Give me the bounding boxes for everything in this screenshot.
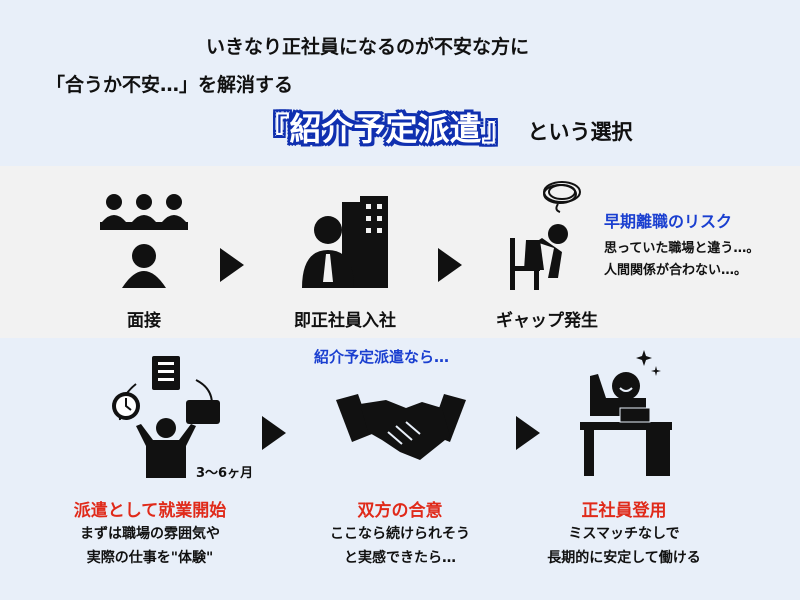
step-label-interview: 面接: [127, 311, 161, 331]
risk-line: 思っていた職場と違う…。: [604, 241, 760, 256]
risk-line: 人間関係が合わない…。: [604, 263, 748, 278]
businessman-building-icon: [302, 196, 388, 288]
worried-person-icon: [510, 181, 581, 290]
arrow-right-icon: [262, 416, 286, 450]
header-line1: いきなり正社員になるのが不安な方に: [206, 36, 530, 58]
step-title-agreement: 双方の合意: [357, 501, 443, 521]
step-title-fulltime: 正社員登用: [581, 501, 667, 521]
risk-title: 早期離職のリスク: [604, 212, 733, 231]
step-title-dispatch: 派遣として就業開始: [73, 501, 227, 521]
desc-line: 長期的に安定して働ける: [547, 550, 701, 566]
step-desc-agreement: ここなら続けられそう と実感できたら…: [300, 522, 500, 570]
happy-worker-icon: [580, 350, 672, 476]
header-line2: 「合うか不安…」を解消する: [46, 74, 294, 96]
step-label-hired: 即正社員入社: [294, 311, 396, 331]
desc-line: ここなら続けられそう: [330, 526, 470, 542]
arrow-right-icon: [516, 416, 540, 450]
handshake-icon: [336, 394, 466, 460]
work-cycle-icon: [112, 356, 220, 478]
hero-suffix: という選択: [527, 120, 633, 144]
arrow-right-icon: [438, 248, 462, 282]
desc-line: まずは職場の雰囲気や: [80, 526, 220, 542]
step-desc-dispatch: まずは職場の雰囲気や 実際の仕事を"体験": [50, 522, 250, 570]
duration-label: 3〜6ヶ月: [196, 466, 254, 481]
desc-line: と実感できたら…: [344, 550, 456, 566]
hero-title: 『紹介予定派遣』: [257, 110, 514, 148]
solution-intro: 紹介予定派遣なら…: [314, 348, 450, 366]
step-desc-fulltime: ミスマッチなしで 長期的に安定して働ける: [524, 522, 724, 570]
desc-line: 実際の仕事を"体験": [86, 550, 214, 566]
risk-lines: 思っていた職場と違う…。 人間関係が合わない…。: [604, 238, 759, 282]
hero-row: 『紹介予定派遣』 という選択: [0, 104, 800, 150]
interview-icon: [100, 194, 188, 288]
step-label-gap: ギャップ発生: [496, 311, 598, 331]
arrow-right-icon: [220, 248, 244, 282]
desc-line: ミスマッチなしで: [568, 526, 680, 542]
header-band: [0, 0, 800, 166]
